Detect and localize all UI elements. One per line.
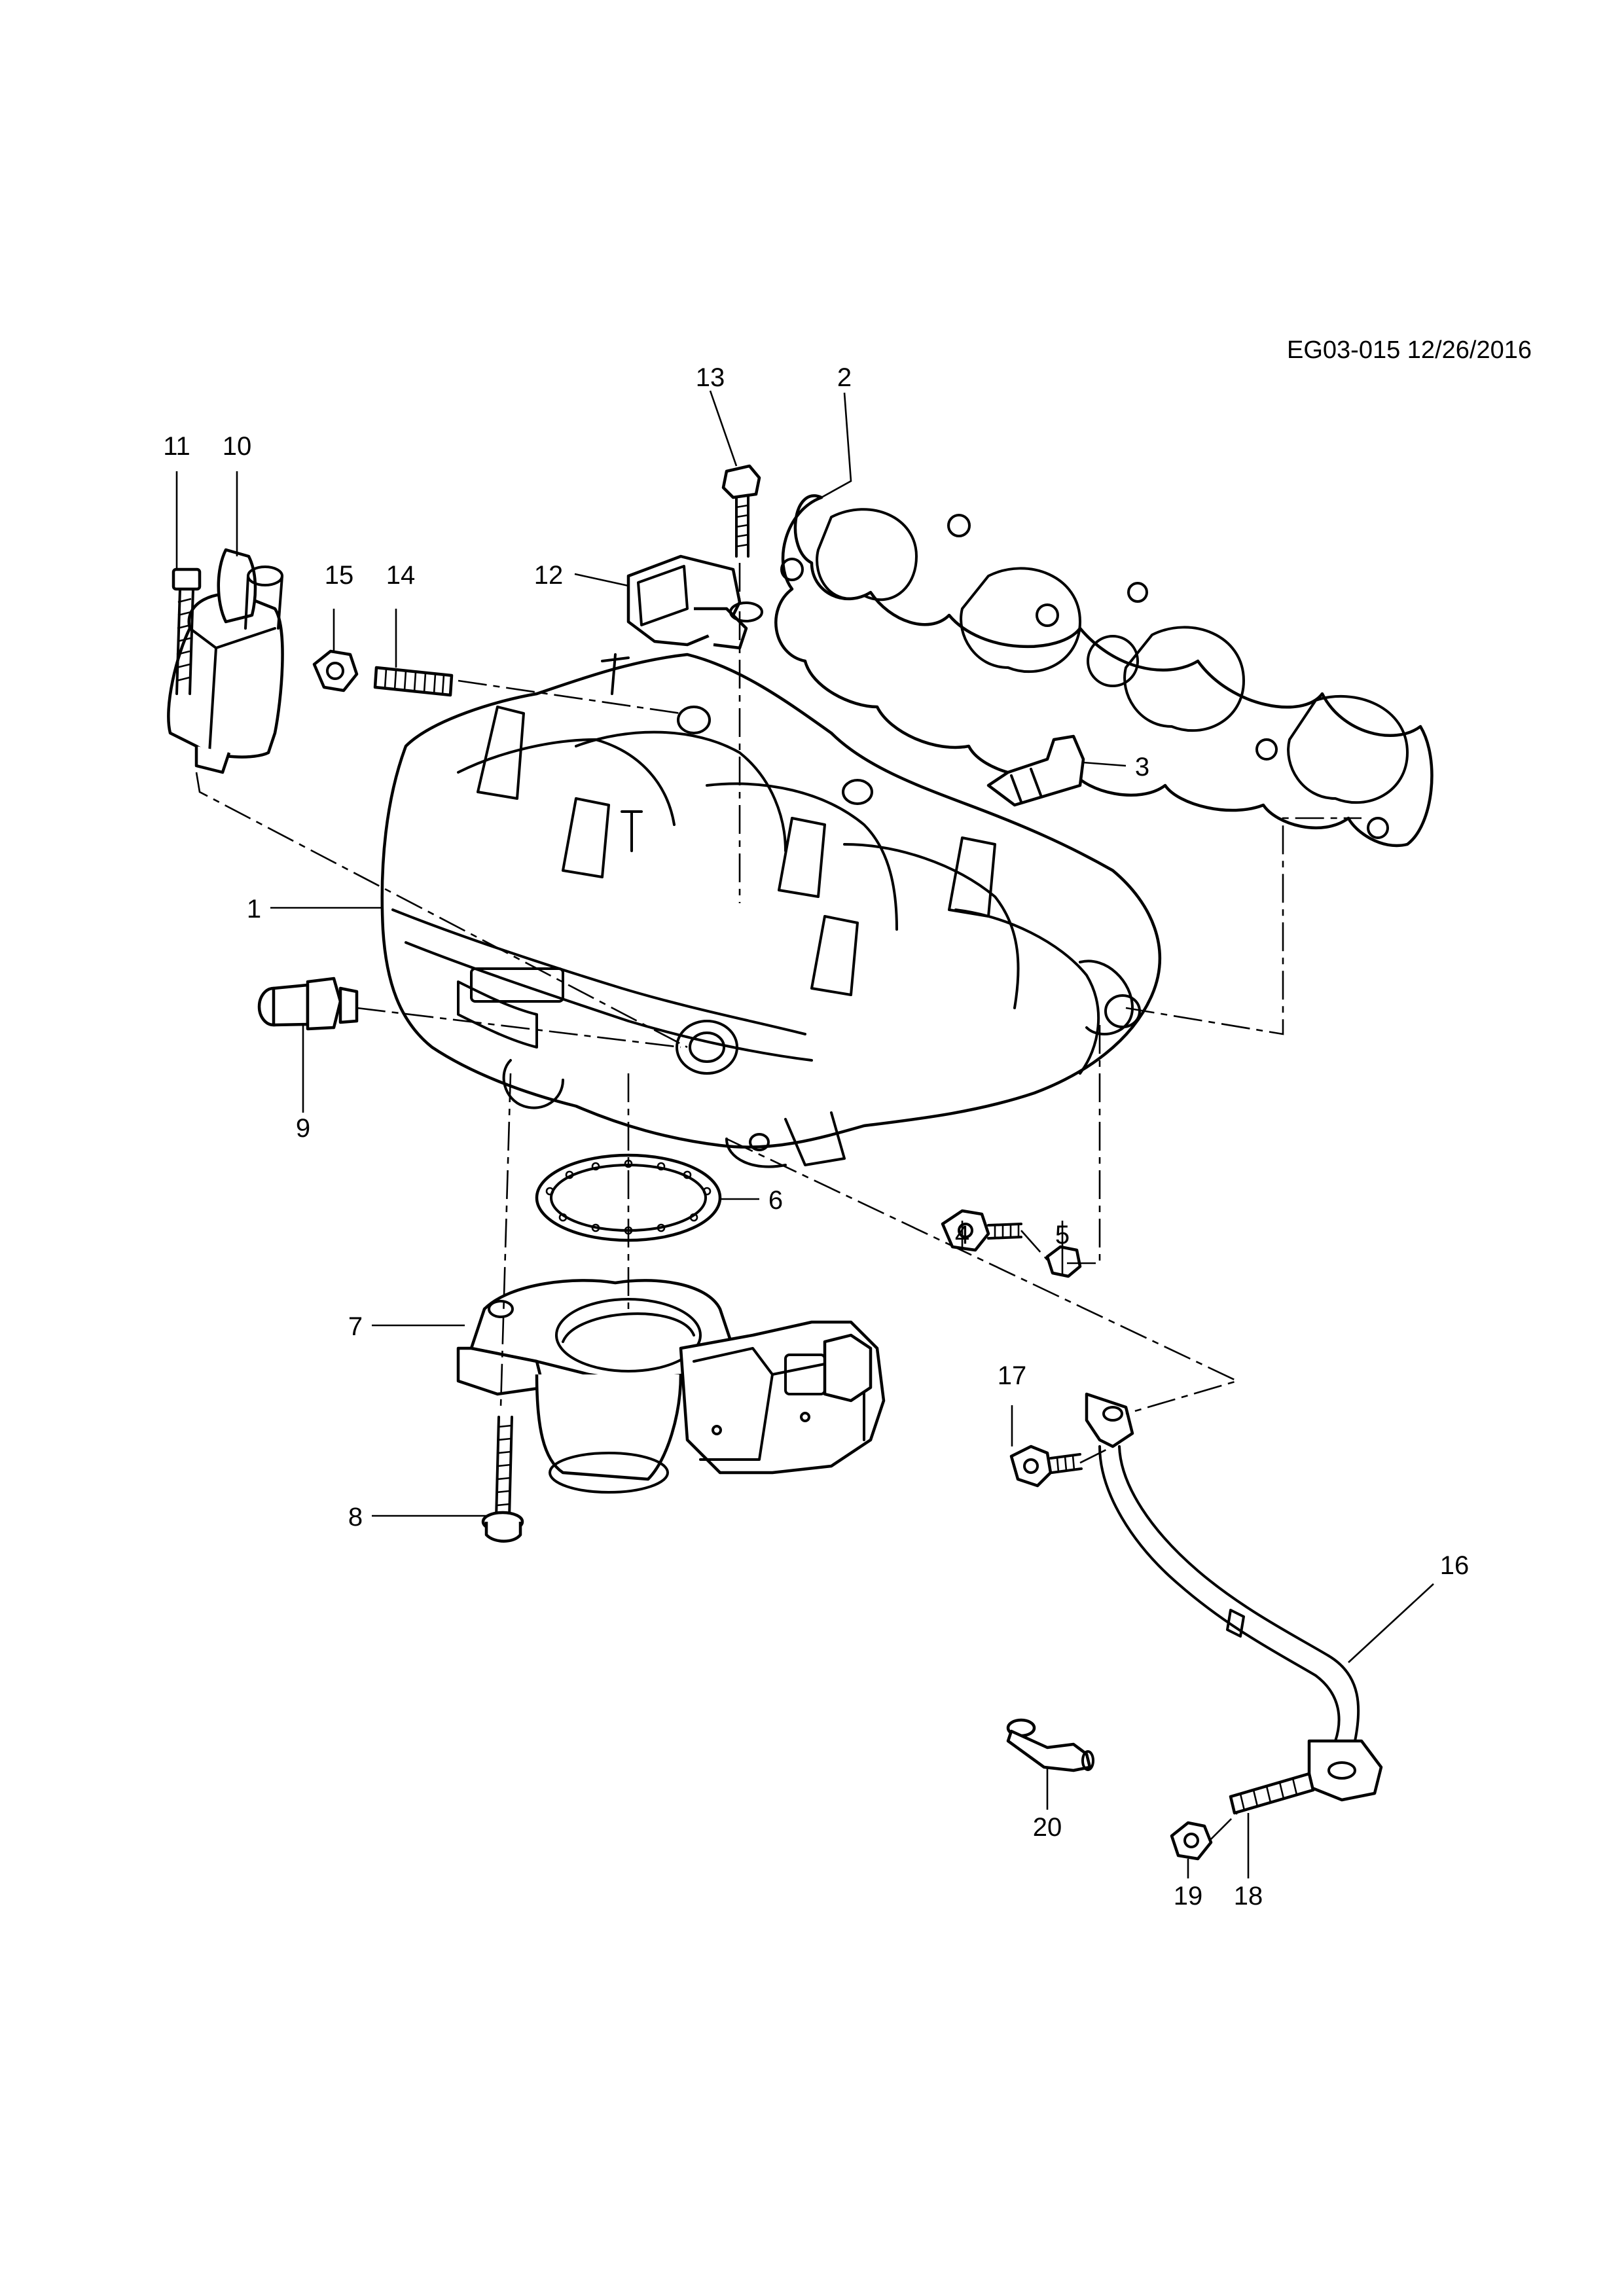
callout-14: 14 [386, 561, 416, 590]
part-2-gasket [774, 494, 1434, 848]
callout-15: 15 [325, 561, 354, 590]
callout-19: 19 [1174, 1882, 1203, 1910]
connection-lines [195, 563, 1362, 1840]
callout-8: 8 [348, 1503, 363, 1532]
part-5-nut [1045, 1245, 1082, 1278]
part-17-bolt [1009, 1444, 1083, 1488]
part-11-bolt [171, 567, 202, 695]
part-14-stud [373, 666, 454, 697]
part-10-valve [167, 548, 284, 774]
leader-lines [175, 390, 1434, 1878]
callout-10: 10 [223, 432, 252, 461]
part-18-stud [1229, 1772, 1315, 1815]
part-1-intake-manifold [380, 653, 1161, 1168]
callout-20: 20 [1033, 1813, 1062, 1842]
part-20-pin [1006, 1718, 1094, 1772]
part-9-fitting [257, 977, 359, 1031]
part-3-sensor [986, 734, 1085, 807]
part-19-nut [1170, 1821, 1213, 1861]
callout-1: 1 [247, 895, 261, 924]
diagram-reference: EG03-015 12/26/2016 [1287, 336, 1532, 364]
callout-17: 17 [998, 1361, 1027, 1390]
callout-16: 16 [1440, 1551, 1470, 1580]
callout-3: 3 [1135, 753, 1149, 781]
callout-12: 12 [534, 561, 564, 590]
callout-labels: 1 2 3 4 5 6 7 8 9 10 11 12 13 14 15 16 1… [163, 363, 1469, 1910]
part-13-bolt [721, 464, 761, 558]
callout-7: 7 [348, 1312, 363, 1341]
part-16-pipe [1085, 1392, 1383, 1802]
callout-4: 4 [955, 1221, 969, 1249]
callout-5: 5 [1055, 1221, 1070, 1249]
part-15-nut [312, 649, 359, 692]
callout-13: 13 [696, 363, 725, 392]
part-12-map-sensor [626, 554, 763, 650]
part-7-throttle-body [456, 1279, 886, 1494]
callout-9: 9 [296, 1114, 310, 1143]
callout-2: 2 [837, 363, 852, 392]
part-8-bolt [481, 1416, 524, 1543]
callout-11: 11 [163, 432, 190, 461]
callout-18: 18 [1234, 1882, 1263, 1910]
callout-6: 6 [768, 1186, 783, 1215]
